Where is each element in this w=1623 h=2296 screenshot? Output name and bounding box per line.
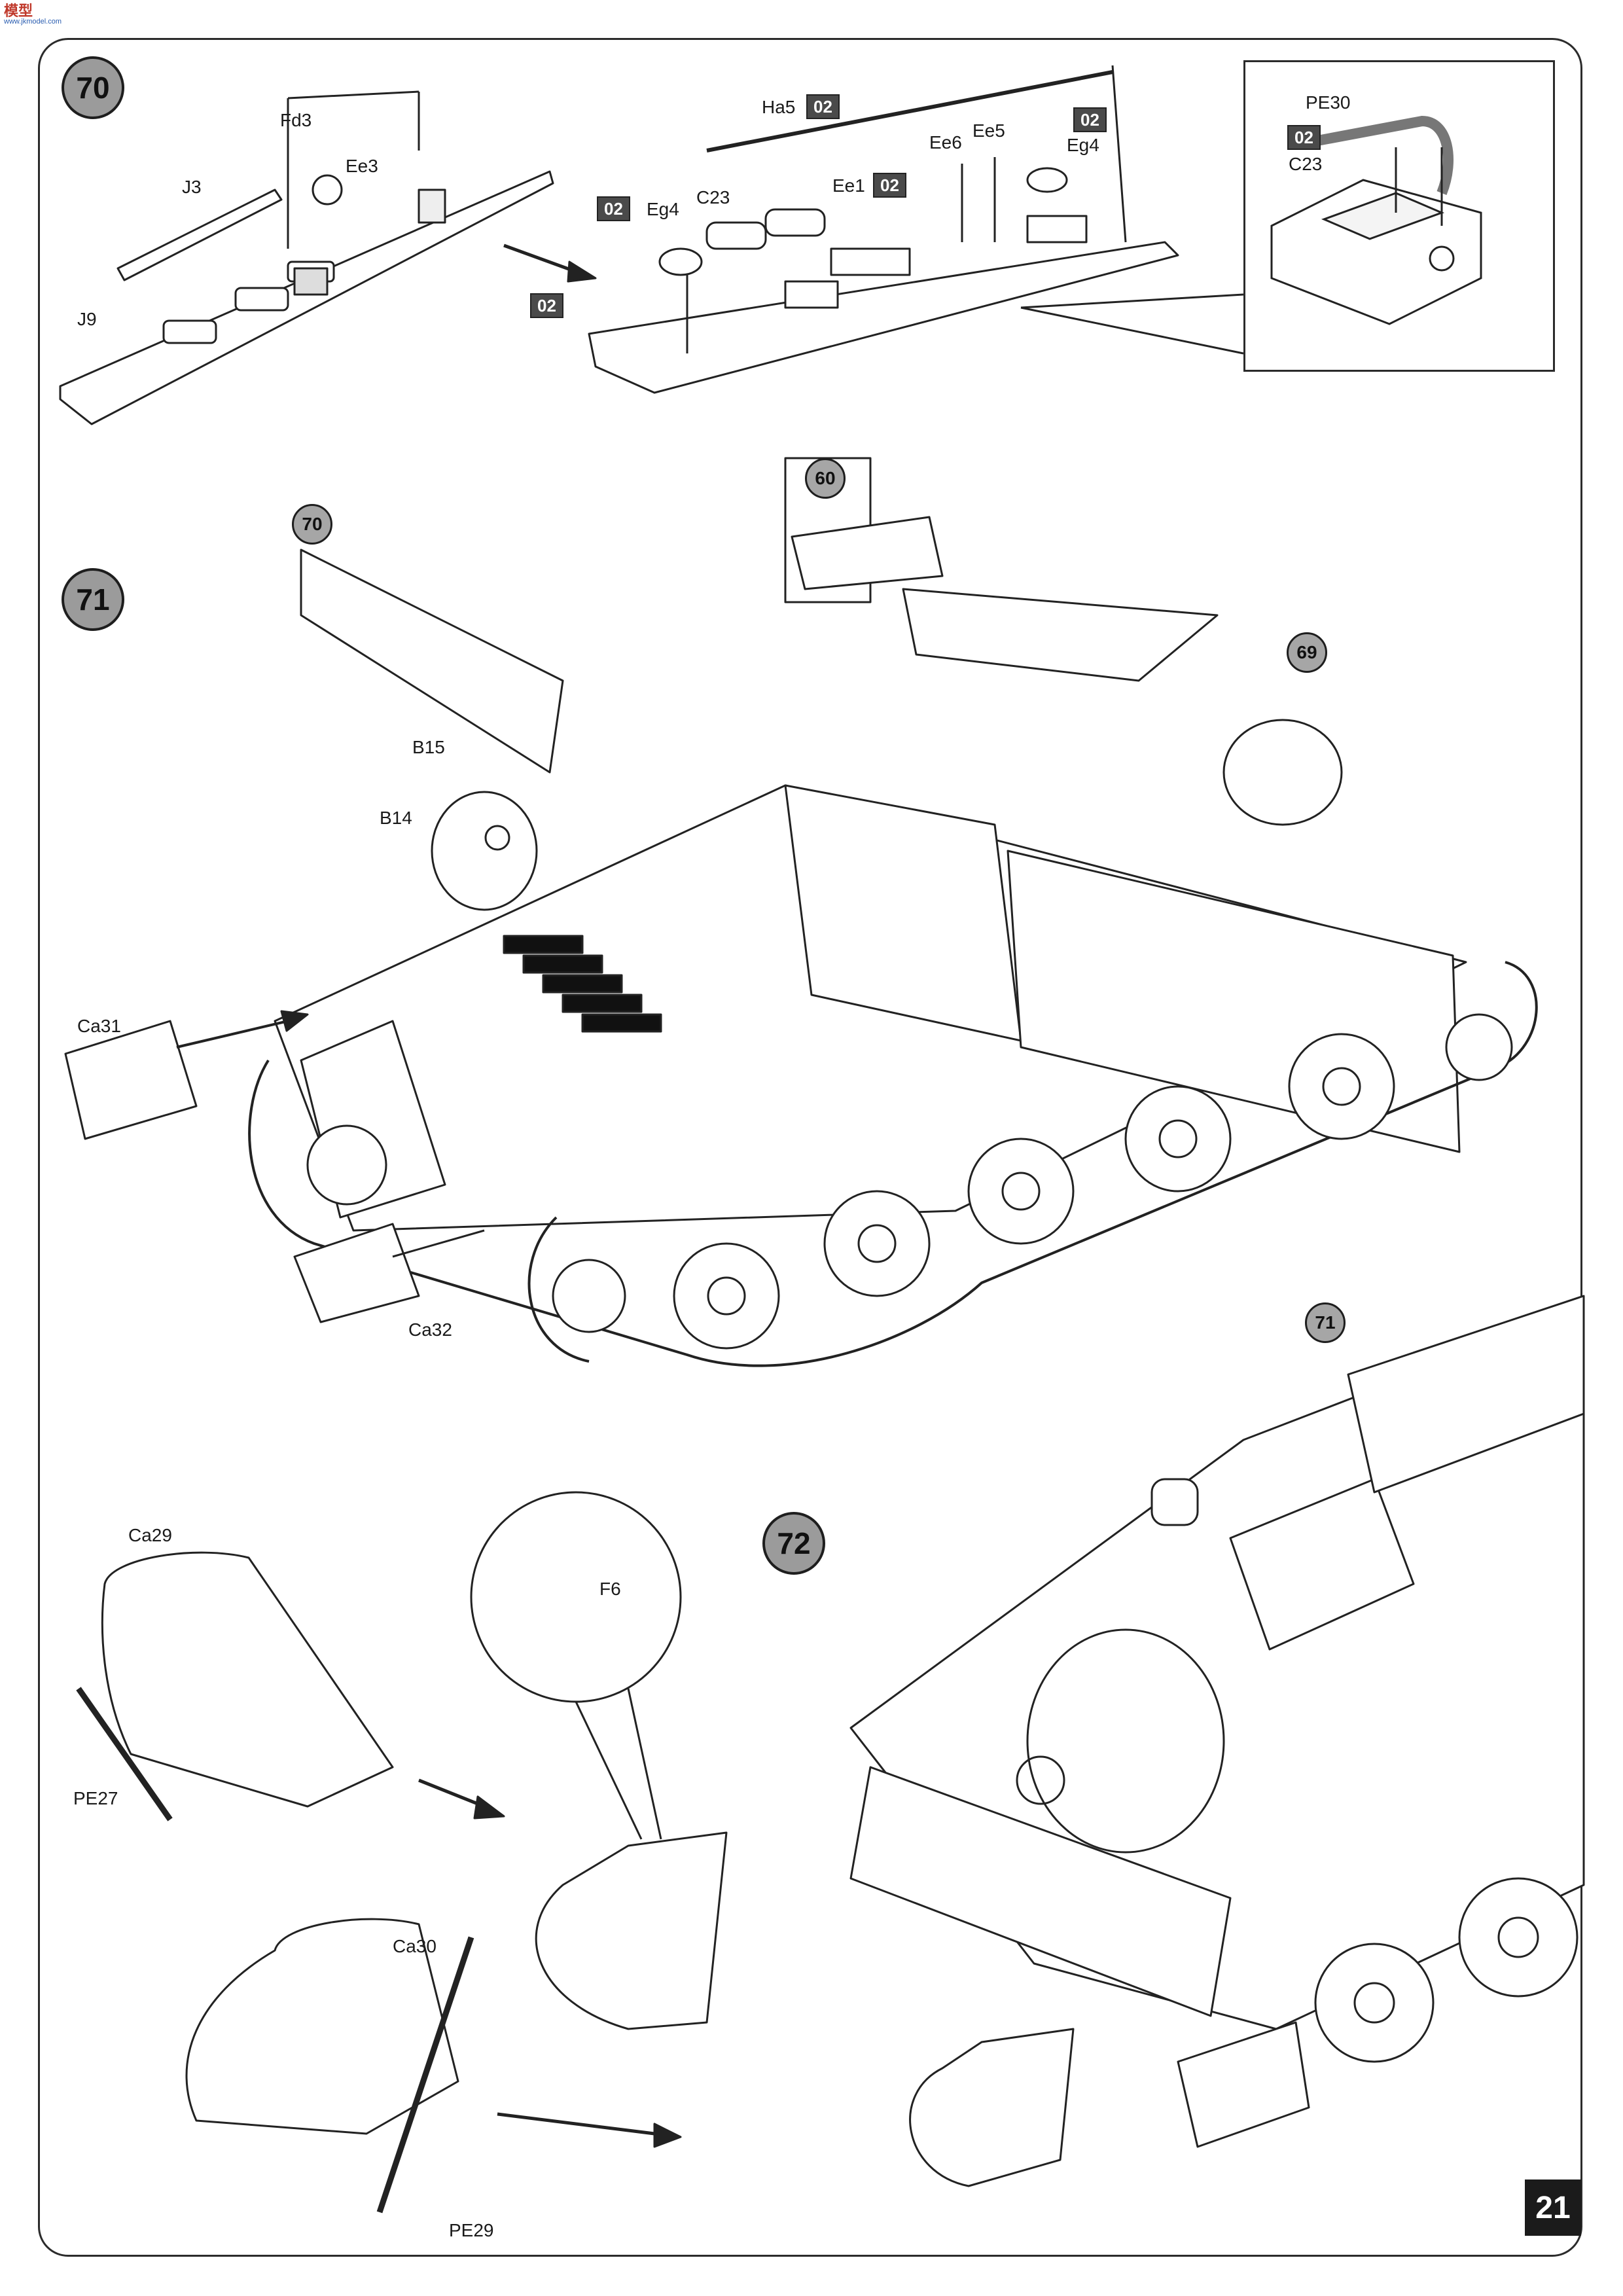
part-label-j3: J3	[182, 177, 202, 197]
part-label-pe27: PE27	[73, 1788, 118, 1808]
part-label-inset-c23: C23	[1289, 154, 1323, 174]
part-label-eg4-left: Eg4	[647, 199, 679, 219]
part-label-ca31: Ca31	[77, 1016, 121, 1036]
ref-step-69-badge: 69	[1287, 632, 1327, 673]
logo-text: 模型	[4, 3, 33, 19]
page-frame	[38, 38, 1582, 2257]
part-label-ee1: Ee1	[832, 175, 865, 196]
sprue-tag-inset: 02	[1287, 125, 1321, 150]
detail-inset-c23: PE30 02 C23	[1243, 60, 1555, 372]
page-number: 21	[1525, 2179, 1581, 2236]
part-label-ca32: Ca32	[408, 1319, 452, 1340]
ref-step-70-badge: 70	[292, 504, 332, 545]
plate-j9-drawing	[59, 90, 554, 425]
step72-arrows	[418, 1778, 682, 2148]
part-label-fd3: Fd3	[280, 110, 312, 130]
part-label-ca29: Ca29	[128, 1525, 172, 1545]
step-70-badge: 70	[62, 56, 124, 119]
sprue-tag-ha5: 02	[806, 94, 840, 119]
part-label-b15: B15	[412, 737, 445, 757]
hull-step72-drawing	[849, 1295, 1585, 2148]
ref-step-60-badge: 60	[805, 458, 846, 499]
part-label-eg4-right: Eg4	[1067, 135, 1099, 155]
step-71-badge: 71	[62, 568, 124, 631]
sprue-tag-plate: 02	[530, 293, 563, 318]
part-label-pe29: PE29	[449, 2220, 494, 2240]
step71-arrows	[176, 1010, 485, 1258]
step70-arrow	[503, 243, 597, 283]
part-label-ee5: Ee5	[972, 120, 1005, 141]
part-label-ca30: Ca30	[393, 1936, 437, 1956]
part-label-j9: J9	[77, 309, 97, 329]
part-label-ee3: Ee3	[346, 156, 378, 176]
step72-parts-drawing	[76, 1491, 1075, 2214]
part-label-pe30: PE30	[1306, 92, 1351, 113]
sprue-tag-eg4-right: 02	[1073, 107, 1107, 132]
part-label-f6: F6	[599, 1579, 621, 1599]
step-72-badge: 72	[762, 1512, 825, 1575]
logo-subtext: www.jkmodel.com	[4, 18, 62, 26]
plate-rear-drawing	[588, 65, 1179, 394]
part-label-ha5: Ha5	[762, 97, 796, 117]
corner-logo: 模型 www.jkmodel.com	[4, 4, 62, 26]
ref-step-71-badge: 71	[1305, 1302, 1346, 1343]
part-label-c23: C23	[696, 187, 730, 207]
sprue-tag-eg4-left: 02	[597, 196, 630, 221]
inset-drawing	[1270, 115, 1482, 325]
sprue-tag-ee1: 02	[873, 173, 906, 198]
part-label-ee6: Ee6	[929, 132, 962, 152]
part-label-b14: B14	[380, 808, 412, 828]
hull-step71-drawing	[64, 457, 1538, 1367]
